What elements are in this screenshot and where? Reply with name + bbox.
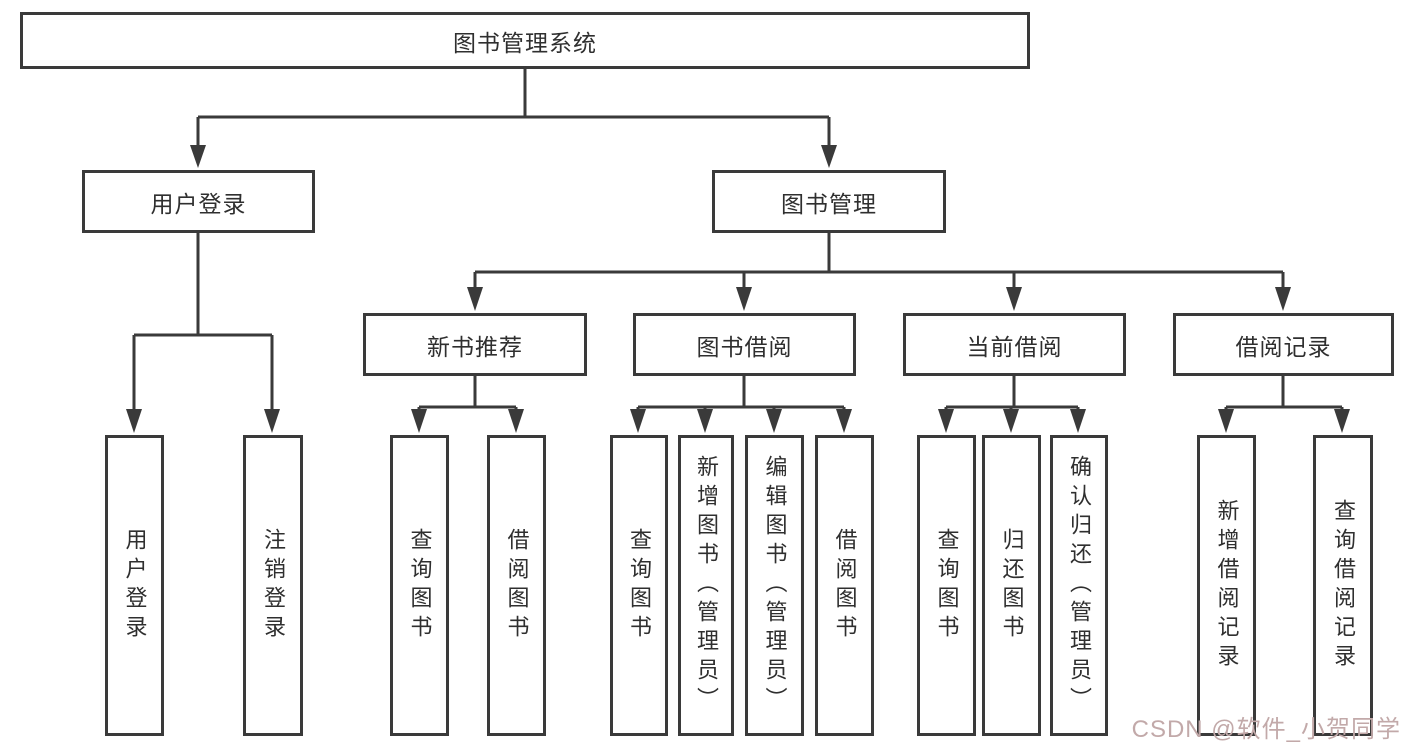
connector-root [190,68,837,168]
leaf-borrow-books-recommend: 借阅图书 [487,435,546,736]
leaf-user-login: 用户登录 [105,435,164,736]
node-book-management: 图书管理 [712,170,946,233]
connector-book-management [467,232,1291,311]
connector-user-login [126,232,280,433]
node-borrow-records: 借阅记录 [1173,313,1394,376]
node-user-login: 用户登录 [82,170,315,233]
connector-book-borrow [630,375,852,433]
leaf-edit-book-admin: 编辑图书（管理员） [745,435,804,736]
leaf-logout: 注销登录 [243,435,303,736]
watermark: CSDN @软件_小贺同学 [1131,716,1401,743]
connector-current-borrow [938,375,1086,433]
leaf-return-book: 归还图书 [982,435,1041,736]
node-current-borrow: 当前借阅 [903,313,1126,376]
leaf-query-borrow-record: 查询借阅记录 [1313,435,1373,736]
leaf-add-borrow-record: 新增借阅记录 [1197,435,1256,736]
node-root: 图书管理系统 [20,12,1030,69]
leaf-query-books-current: 查询图书 [917,435,976,736]
leaf-borrow-books: 借阅图书 [815,435,874,736]
node-book-borrow: 图书借阅 [633,313,856,376]
leaf-query-books-borrow: 查询图书 [610,435,668,736]
leaf-confirm-return-admin: 确认归还（管理员） [1050,435,1108,736]
leaf-add-book-admin: 新增图书（管理员） [678,435,734,736]
leaf-query-books-recommend: 查询图书 [390,435,449,736]
node-new-book-recommend: 新书推荐 [363,313,587,376]
connector-new-book-recommend [411,375,524,433]
connector-borrow-records [1218,375,1350,433]
